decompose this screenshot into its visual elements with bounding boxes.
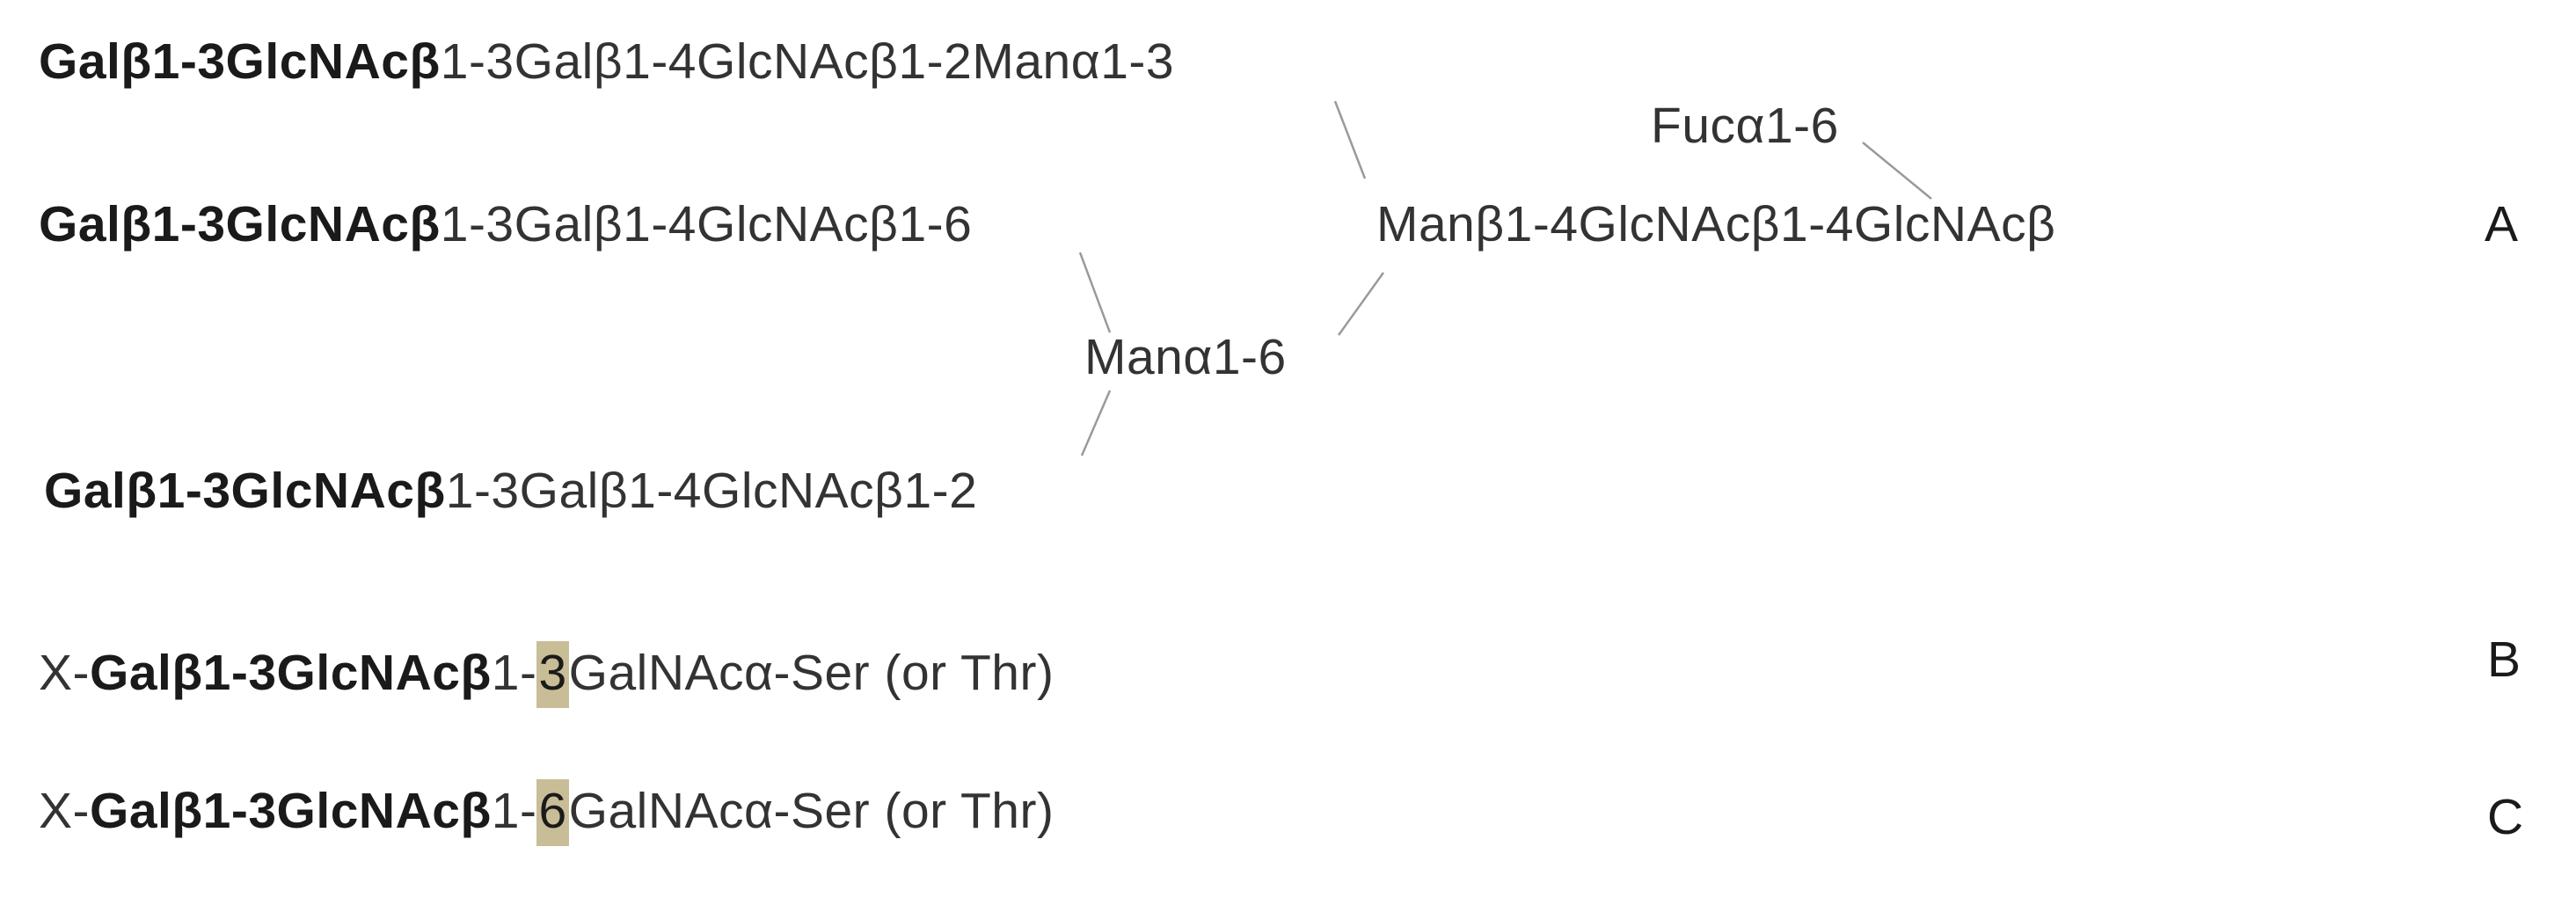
glycan-c: X-Galβ1-3GlcNAcβ1-6GalNAcα-Ser (or Thr) <box>39 779 1054 846</box>
glycan-b: X-Galβ1-3GlcNAcβ1-3GalNAcα-Ser (or Thr) <box>39 641 1054 708</box>
highlighted-linkage-position: 3 <box>536 641 569 708</box>
prefix: X- <box>39 783 90 839</box>
poly-lacnac-motif: Galβ1-3GlcNAcβ <box>39 196 441 252</box>
structure-label-b: B <box>2487 632 2521 688</box>
branch-rest: 1-3Galβ1-4GlcNAcβ1-2Manα1-3 <box>440 33 1175 90</box>
galnac-ser-thr: GalNAcα-Ser (or Thr) <box>568 783 1054 839</box>
connector-branch3-to-man <box>1080 390 1112 456</box>
glycan-a-branch1: Galβ1-3GlcNAcβ1-3Galβ1-4GlcNAcβ1-2Manα1-… <box>39 37 1174 87</box>
glycan-a-mannose-a16: Manα1-6 <box>1084 329 1287 385</box>
glycan-a-branch3: Galβ1-3GlcNAcβ1-3Galβ1-4GlcNAcβ1-2 <box>44 466 977 516</box>
glycan-a-fucose: Fucα1-6 <box>1651 98 1839 154</box>
galnac-ser-thr: GalNAcα-Ser (or Thr) <box>568 645 1054 701</box>
structure-label-a: A <box>2485 196 2519 252</box>
glycan-a-core: Manβ1-4GlcNAcβ1-4GlcNAcβ <box>1376 196 2056 252</box>
connector-man-to-core <box>1337 272 1385 336</box>
connector-branch2-to-man <box>1078 252 1112 333</box>
poly-lacnac-motif: Galβ1-3GlcNAcβ <box>90 645 492 701</box>
linkage: 1- <box>491 783 537 839</box>
connector-fuc-to-core <box>1862 142 1932 200</box>
prefix: X- <box>39 645 90 701</box>
connector-branch1-to-core <box>1333 100 1367 179</box>
branch-rest: 1-3Galβ1-4GlcNAcβ1-2 <box>445 463 978 519</box>
poly-lacnac-motif: Galβ1-3GlcNAcβ <box>44 463 446 519</box>
poly-lacnac-motif: Galβ1-3GlcNAcβ <box>39 33 441 90</box>
poly-lacnac-motif: Galβ1-3GlcNAcβ <box>90 783 492 839</box>
branch-rest: 1-3Galβ1-4GlcNAcβ1-6 <box>440 196 973 252</box>
glycan-a-branch2: Galβ1-3GlcNAcβ1-3Galβ1-4GlcNAcβ1-6 <box>39 200 972 250</box>
structure-label-c: C <box>2487 789 2524 845</box>
highlighted-linkage-position: 6 <box>536 779 569 846</box>
linkage: 1- <box>491 645 537 701</box>
